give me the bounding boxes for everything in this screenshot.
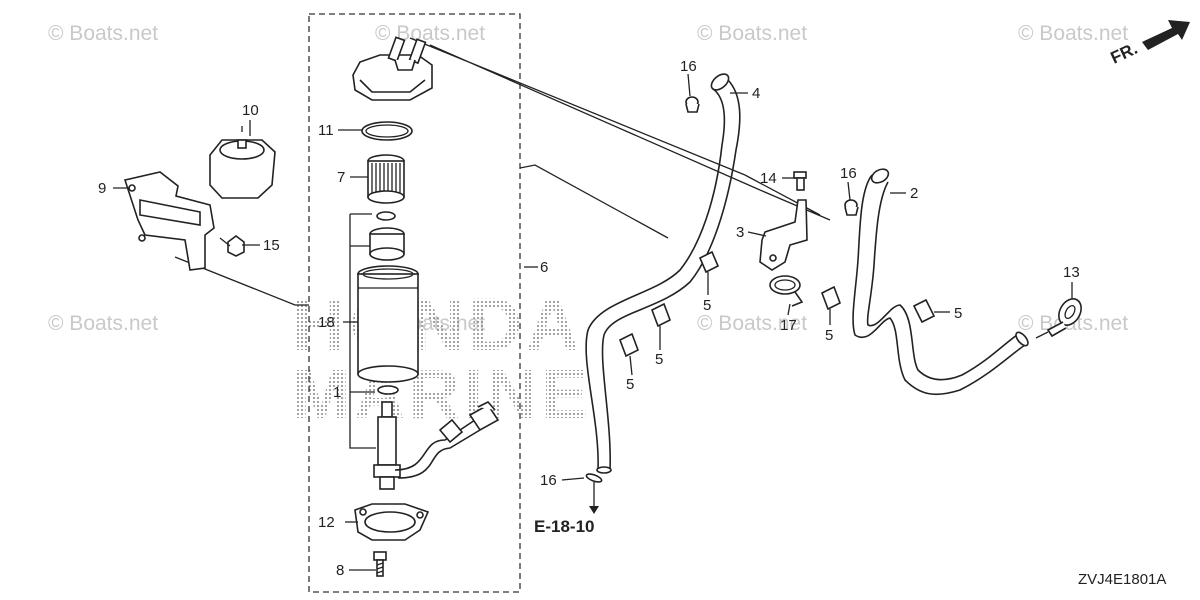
assembly-frame bbox=[308, 13, 521, 593]
clip-part-16 bbox=[585, 473, 603, 483]
watermark: © Boats.net bbox=[48, 22, 158, 45]
connector-line bbox=[409, 37, 761, 191]
diagram-code: ZVJ4E1801A bbox=[1078, 571, 1166, 588]
group-bracket bbox=[349, 213, 376, 449]
callout-5: 5 bbox=[655, 351, 663, 368]
callout-11: 11 bbox=[318, 122, 334, 139]
connector-line bbox=[174, 256, 309, 306]
connector-line bbox=[519, 164, 669, 239]
screw-part-8 bbox=[373, 551, 387, 577]
filter-element-part-7 bbox=[367, 154, 405, 204]
damper bbox=[369, 227, 405, 261]
bolt-part-14 bbox=[793, 171, 807, 191]
callout-16: 16 bbox=[540, 472, 557, 489]
clip-part-5 bbox=[698, 250, 720, 274]
callout-8: 8 bbox=[336, 562, 344, 579]
watermark: © Boats.net bbox=[697, 22, 807, 45]
bracket-part-9 bbox=[123, 171, 215, 271]
callout-4: 4 bbox=[752, 85, 760, 102]
callout-5: 5 bbox=[825, 327, 833, 344]
clip-part-5 bbox=[820, 285, 842, 311]
callout-5: 5 bbox=[626, 376, 634, 393]
clamp-part-17 bbox=[769, 275, 804, 307]
watermark: © Boats.net bbox=[1018, 22, 1128, 45]
callout-14: 14 bbox=[760, 170, 777, 187]
callout-16: 16 bbox=[680, 58, 697, 75]
watermark: © Boats.net bbox=[375, 22, 485, 45]
callout-5: 5 bbox=[703, 297, 711, 314]
callout-9: 9 bbox=[98, 180, 106, 197]
reference-label: E-18-10 bbox=[534, 517, 594, 536]
callout-10: 10 bbox=[242, 102, 259, 119]
fuel-hose-part-2 bbox=[852, 168, 1029, 396]
filter-cap-part-6 bbox=[352, 36, 433, 101]
watermark: © Boats.net bbox=[48, 312, 158, 335]
leader-line bbox=[687, 73, 691, 97]
callout-2: 2 bbox=[910, 185, 918, 202]
forward-arrow-icon bbox=[1142, 20, 1190, 50]
callout-3: 3 bbox=[736, 224, 744, 241]
leader-line bbox=[847, 181, 851, 201]
gasket-part-12 bbox=[354, 503, 430, 541]
callout-16: 16 bbox=[840, 165, 857, 182]
leader-line bbox=[629, 355, 633, 376]
clip-part-5 bbox=[912, 298, 936, 324]
clip-part-16 bbox=[844, 199, 859, 216]
callout-15: 15 bbox=[263, 237, 280, 254]
watermark: © Boats.net bbox=[697, 312, 807, 335]
clip-part-5 bbox=[618, 332, 640, 358]
leader-line bbox=[787, 303, 791, 316]
clip-part-16 bbox=[685, 96, 700, 113]
washer bbox=[376, 211, 396, 221]
leader-line bbox=[561, 477, 585, 481]
bracket-part-3 bbox=[759, 199, 808, 271]
o-ring-part-1 bbox=[377, 385, 399, 395]
fuel-pump-stem bbox=[373, 401, 500, 490]
clip-part-5 bbox=[650, 302, 672, 328]
callout-6: 6 bbox=[540, 259, 548, 276]
strainer-part-18 bbox=[357, 265, 419, 383]
callout-12: 12 bbox=[318, 514, 335, 531]
logo-line-2: MARINE bbox=[292, 355, 592, 433]
leader-line bbox=[747, 231, 767, 237]
logo-line-1: HONDA bbox=[292, 283, 583, 366]
callout-17: 17 bbox=[780, 317, 797, 334]
callout-18: 18 bbox=[318, 314, 335, 331]
connector-line bbox=[744, 174, 831, 221]
ring-terminal-part-13 bbox=[1035, 298, 1082, 339]
bolt-part-15 bbox=[219, 235, 245, 257]
callout-1: 1 bbox=[333, 384, 341, 401]
fuel-hose-part-4 bbox=[585, 73, 741, 474]
housing-part-10 bbox=[209, 126, 276, 199]
callout-13: 13 bbox=[1063, 264, 1080, 281]
callout-7: 7 bbox=[337, 169, 345, 186]
callout-5: 5 bbox=[954, 305, 962, 322]
